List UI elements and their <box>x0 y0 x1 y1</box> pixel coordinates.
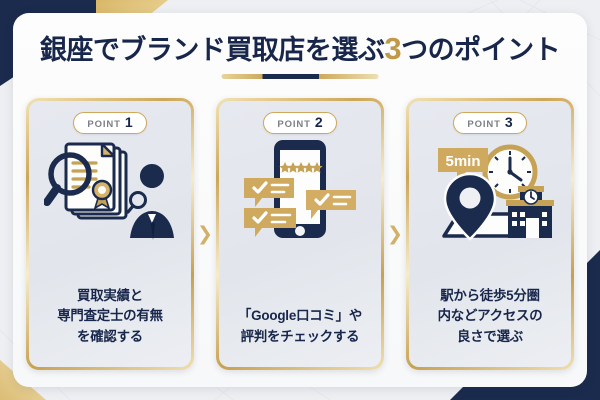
point-card-3-icon-wrap: 5min <box>422 136 558 244</box>
point-badge-1: POINT 1 <box>73 112 147 134</box>
point-card-2-icon-wrap <box>240 136 360 244</box>
points-row: POINT 1 <box>26 98 574 370</box>
point-card-2-inner: POINT 2 <box>219 101 381 367</box>
point-badge-3: POINT 3 <box>453 112 527 134</box>
chevron-right-icon-2: ❯ <box>387 223 403 245</box>
point-card-3-inner: POINT 3 <box>409 101 571 367</box>
page-title-tail: つのポイント <box>401 35 561 65</box>
page-title-main: 銀座でブランド買取店を選ぶ <box>39 35 385 65</box>
document-magnifier-appraiser-icon <box>44 142 174 240</box>
point-card-3-text: 駅から徒歩5分圏 内などアクセスの 良さで選ぶ <box>437 287 543 344</box>
minutes-badge-label: 5min <box>445 153 480 170</box>
map-pin-clock-station-icon: 5min <box>438 144 554 241</box>
point-badge-label: POINT <box>87 119 121 130</box>
point-badge-number: 2 <box>314 114 323 130</box>
chevron-right-icon-1: ❯ <box>197 223 213 245</box>
point-card-1-text: 買取実績と 専門査定士の有無 を確認する <box>57 287 163 344</box>
smartphone-reviews-icon <box>244 140 356 238</box>
point-card-1-inner: POINT 1 <box>29 101 191 367</box>
point-card-1-icon-wrap <box>44 136 176 244</box>
point-card-1[interactable]: POINT 1 <box>26 98 194 370</box>
page-title: 銀座でブランド買取店を選ぶ3つのポイント <box>0 28 600 67</box>
point-badge-2: POINT 2 <box>263 112 337 134</box>
point-badge-label: POINT <box>467 119 501 130</box>
point-badge-label: POINT <box>277 119 311 130</box>
point-card-2-text: 「Google口コミ」や 評判をチェックする <box>237 308 363 344</box>
title-underline <box>221 74 379 79</box>
point-card-3[interactable]: POINT 3 <box>406 98 574 370</box>
page-title-accent-number: 3 <box>384 31 402 66</box>
point-badge-number: 1 <box>124 114 133 130</box>
point-badge-number: 3 <box>504 114 513 130</box>
point-card-2[interactable]: POINT 2 <box>216 98 384 370</box>
